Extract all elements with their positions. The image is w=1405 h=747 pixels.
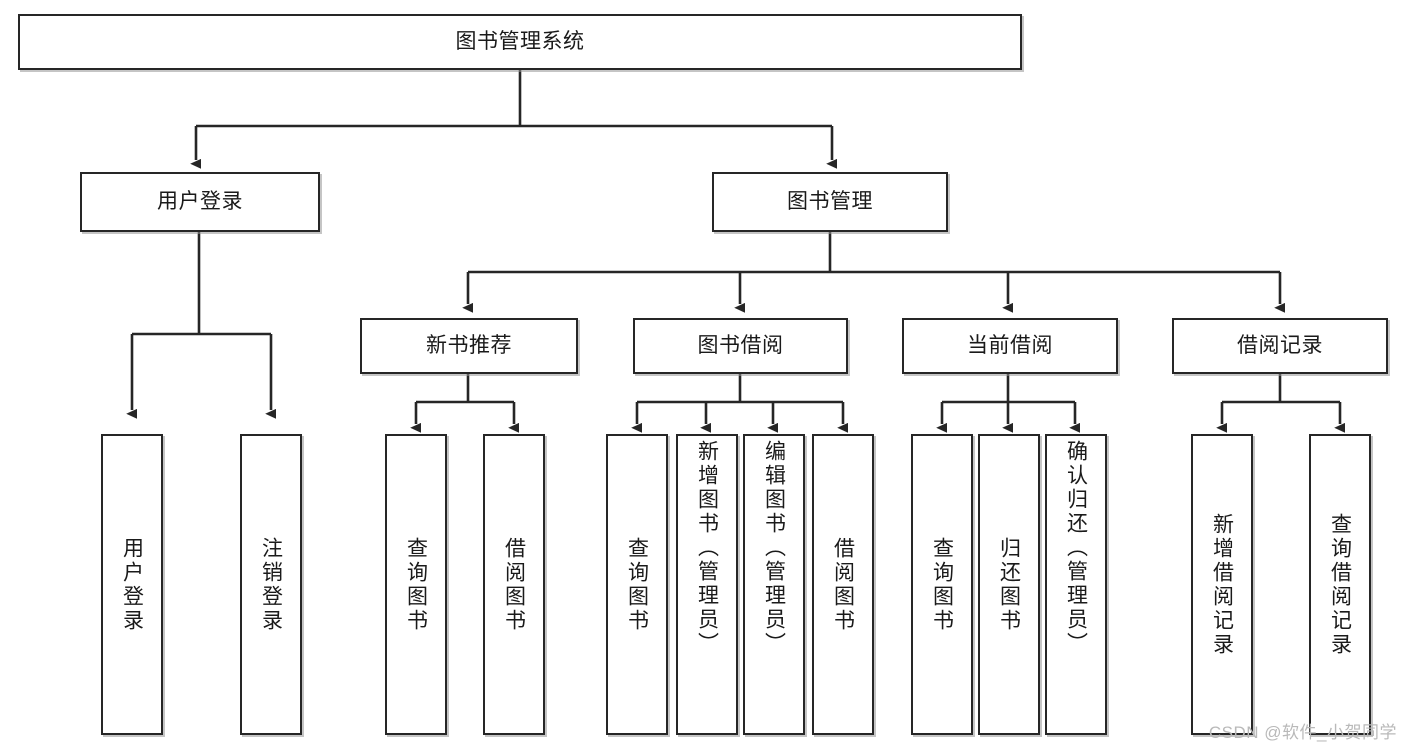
node-current-borrow[interactable]: 当前借阅 — [902, 318, 1118, 374]
leaf-user-logout-label: 注销登录 — [259, 536, 283, 633]
leaf-query-book-3[interactable]: 查询图书 — [911, 434, 973, 735]
leaf-user-login-label: 用户登录 — [120, 536, 144, 633]
leaf-add-record[interactable]: 新增借阅记录 — [1191, 434, 1253, 735]
leaf-borrow-book-1[interactable]: 借阅图书 — [483, 434, 545, 735]
node-new-book-recommend-label: 新书推荐 — [426, 334, 512, 358]
leaf-add-book-label: 新增图书（管理员） — [695, 440, 719, 656]
leaf-confirm-return[interactable]: 确认归还（管理员） — [1045, 434, 1107, 735]
leaf-query-book-3-label: 查询图书 — [930, 536, 954, 633]
leaf-borrow-book-2[interactable]: 借阅图书 — [812, 434, 874, 735]
leaf-query-book-1-label: 查询图书 — [404, 536, 428, 633]
node-book-management[interactable]: 图书管理 — [712, 172, 948, 232]
leaf-edit-book[interactable]: 编辑图书（管理员） — [743, 434, 805, 735]
leaf-edit-book-label: 编辑图书（管理员） — [762, 440, 786, 656]
node-root-label: 图书管理系统 — [455, 30, 585, 54]
node-book-borrow-label: 图书借阅 — [697, 334, 784, 358]
leaf-query-record-label: 查询借阅记录 — [1328, 512, 1352, 657]
node-user-login-label: 用户登录 — [157, 190, 243, 214]
leaf-user-logout[interactable]: 注销登录 — [240, 434, 302, 735]
leaf-return-book[interactable]: 归还图书 — [978, 434, 1040, 735]
leaf-return-book-label: 归还图书 — [997, 536, 1021, 633]
leaf-query-book-2[interactable]: 查询图书 — [606, 434, 668, 735]
node-book-borrow[interactable]: 图书借阅 — [633, 318, 848, 374]
leaf-user-login[interactable]: 用户登录 — [101, 434, 163, 735]
leaf-add-book[interactable]: 新增图书（管理员） — [676, 434, 738, 735]
node-user-login[interactable]: 用户登录 — [80, 172, 320, 232]
node-root[interactable]: 图书管理系统 — [18, 14, 1022, 70]
node-current-borrow-label: 当前借阅 — [967, 334, 1053, 358]
leaf-query-book-2-label: 查询图书 — [625, 536, 649, 633]
node-borrow-record[interactable]: 借阅记录 — [1172, 318, 1388, 374]
node-borrow-record-label: 借阅记录 — [1237, 334, 1323, 358]
leaf-borrow-book-1-label: 借阅图书 — [502, 536, 526, 633]
leaf-query-book-1[interactable]: 查询图书 — [385, 434, 447, 735]
leaf-confirm-return-label: 确认归还（管理员） — [1064, 440, 1088, 656]
leaf-add-record-label: 新增借阅记录 — [1210, 512, 1234, 657]
leaf-borrow-book-2-label: 借阅图书 — [831, 536, 855, 633]
node-new-book-recommend[interactable]: 新书推荐 — [360, 318, 578, 374]
node-book-management-label: 图书管理 — [787, 190, 873, 214]
leaf-query-record[interactable]: 查询借阅记录 — [1309, 434, 1371, 735]
